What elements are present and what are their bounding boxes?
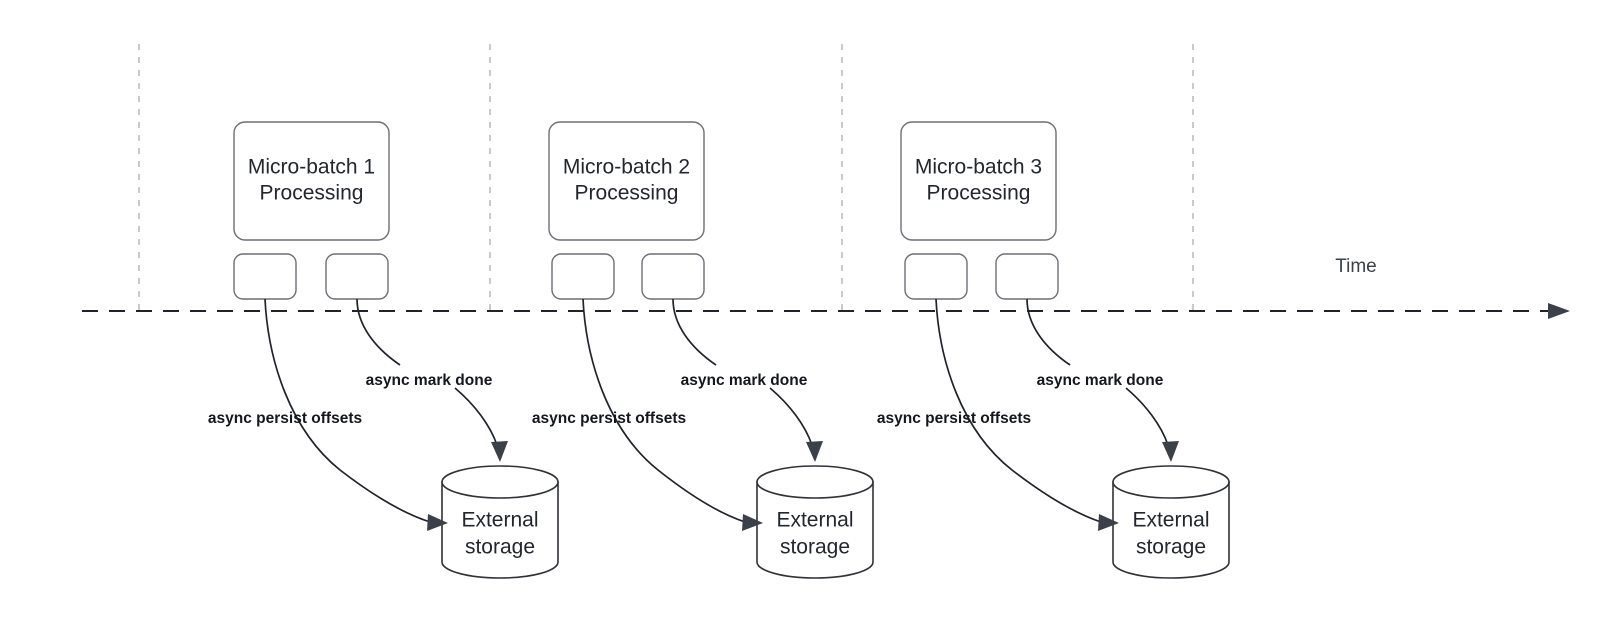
- time-axis-group: Time: [82, 256, 1570, 319]
- micro-batch-1-external-storage[interactable]: External storage: [441, 465, 559, 579]
- gridlines-group: [138, 44, 1194, 311]
- micro-batch-3-box[interactable]: [900, 121, 1057, 241]
- micro-batch-2-cylinder-body: [756, 481, 874, 579]
- micro-batch-3-cylinder-body: [1112, 481, 1230, 579]
- micro-batch-2-external-storage[interactable]: External storage: [756, 465, 874, 579]
- micro-batch-3-mark-done-tick[interactable]: [995, 253, 1059, 300]
- micro-batch-1-persist-offsets-tick[interactable]: [233, 253, 297, 300]
- micro-batch-2-mark-done-arrowhead: [806, 441, 823, 462]
- micro-batch-2-persist-offsets-arrowhead: [742, 514, 763, 531]
- micro-batch-2-mark-done-edge-lower: [769, 387, 813, 446]
- micro-batch-1-group: Micro-batch 1 Processing External storag…: [208, 121, 559, 579]
- micro-batch-3-group: Micro-batch 3 Processing External storag…: [877, 121, 1230, 579]
- micro-batch-2-group: Micro-batch 2 Processing External storag…: [532, 121, 874, 579]
- micro-batch-3-label-line1: Micro-batch 3: [915, 156, 1042, 179]
- micro-batch-2-storage-label-line1: External: [776, 509, 853, 532]
- micro-batch-1-mark-done-tick[interactable]: [325, 253, 389, 300]
- micro-batch-3-mark-done-label: async mark done: [1037, 372, 1164, 389]
- micro-batch-2-persist-offsets-tick[interactable]: [551, 253, 615, 300]
- micro-batch-3-mark-done-edge: [1026, 298, 1071, 366]
- micro-batch-2-storage-label-line2: storage: [780, 536, 850, 559]
- micro-batch-2-persist-offsets-label: async persist offsets: [532, 410, 686, 427]
- micro-batch-1-persist-offsets-arrowhead: [427, 514, 448, 531]
- micro-batch-3-persist-offsets-tick[interactable]: [904, 253, 968, 300]
- micro-batch-2-label-line1: Micro-batch 2: [563, 156, 690, 179]
- micro-batch-3-storage-label-line1: External: [1132, 509, 1209, 532]
- micro-batch-1-mark-done-edge-lower: [454, 387, 498, 446]
- micro-batch-3-label-line2: Processing: [927, 182, 1031, 205]
- micro-batch-1-mark-done-arrowhead: [491, 441, 508, 462]
- micro-batch-2-label-line2: Processing: [575, 182, 679, 205]
- micro-batch-2-mark-done-label: async mark done: [681, 372, 808, 389]
- micro-batch-2-cylinder-top: [756, 465, 874, 499]
- micro-batch-1-cylinder-body: [441, 481, 559, 579]
- micro-batch-2-persist-offsets-edge: [582, 298, 746, 523]
- micro-batch-3-persist-offsets-arrowhead: [1098, 514, 1119, 531]
- micro-batch-3-cylinder-top: [1112, 465, 1230, 499]
- micro-batch-3-storage-label-line2: storage: [1136, 536, 1206, 559]
- micro-batch-1-storage-label-line2: storage: [465, 536, 535, 559]
- micro-batch-2-box[interactable]: [548, 121, 705, 241]
- micro-batch-1-persist-offsets-edge: [264, 298, 431, 523]
- micro-batch-1-mark-done-edge: [356, 298, 401, 366]
- micro-batch-1-box[interactable]: [233, 121, 390, 241]
- time-axis-arrowhead: [1548, 303, 1570, 319]
- micro-batch-1-label-line2: Processing: [260, 182, 364, 205]
- micro-batch-3-persist-offsets-label: async persist offsets: [877, 410, 1031, 427]
- time-axis-label: Time: [1335, 256, 1377, 277]
- micro-batch-1-persist-offsets-label: async persist offsets: [208, 410, 362, 427]
- micro-batch-3-persist-offsets-edge: [935, 298, 1102, 523]
- micro-batch-2-mark-done-tick[interactable]: [641, 253, 705, 300]
- micro-batch-1-label-line1: Micro-batch 1: [248, 156, 375, 179]
- micro-batch-1-storage-label-line1: External: [461, 509, 538, 532]
- micro-batch-2-mark-done-edge: [672, 298, 717, 366]
- micro-batch-1-cylinder-top: [441, 465, 559, 499]
- micro-batch-3-mark-done-edge-lower: [1125, 387, 1169, 446]
- micro-batch-3-mark-done-arrowhead: [1162, 441, 1179, 462]
- micro-batch-3-external-storage[interactable]: External storage: [1112, 465, 1230, 579]
- micro-batch-1-mark-done-label: async mark done: [366, 372, 493, 389]
